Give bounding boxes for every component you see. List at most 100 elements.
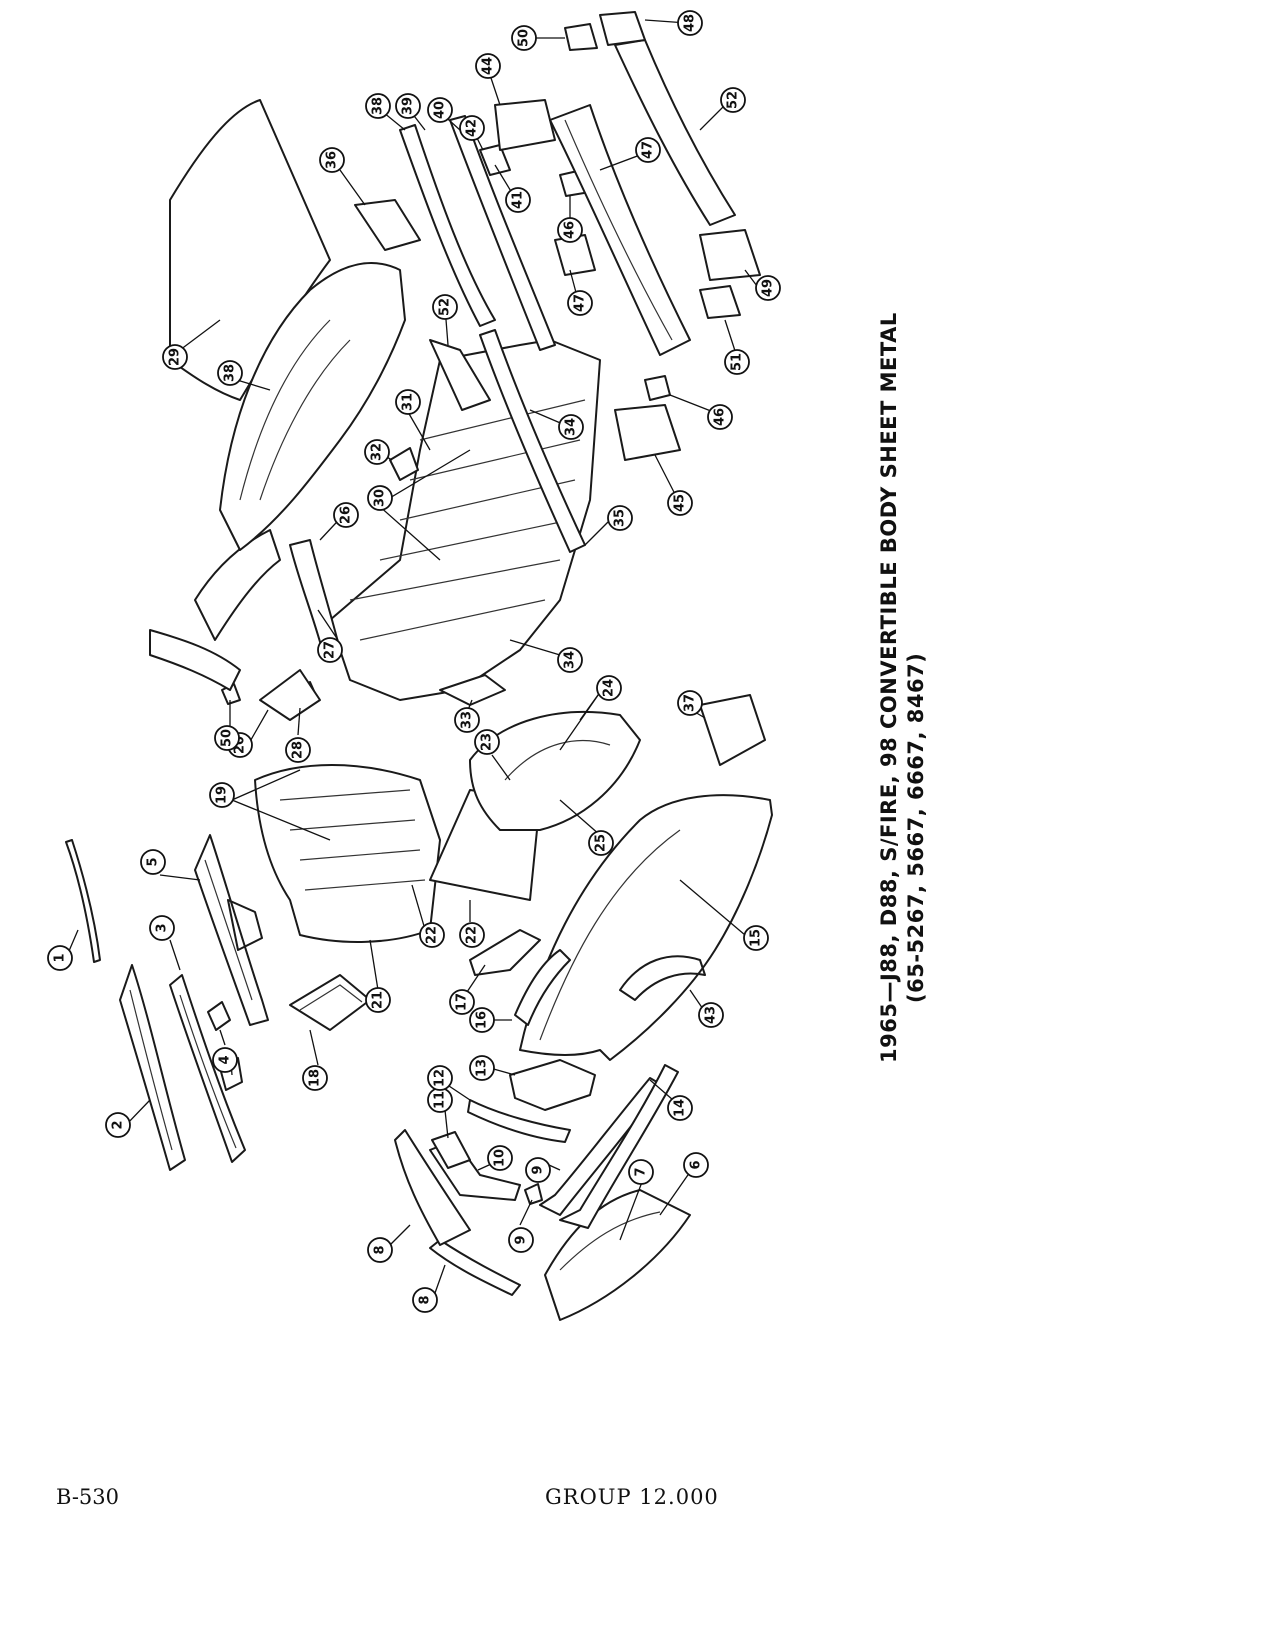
callout-circle <box>698 1002 724 1028</box>
callout-number: 30 <box>373 489 388 507</box>
callout-circle <box>596 675 622 701</box>
part-42 <box>449 115 556 351</box>
callout-41: 41 <box>505 187 531 213</box>
callout-number: 47 <box>573 294 588 312</box>
callout-24: 24 <box>596 675 622 701</box>
callout-circle <box>724 349 750 375</box>
part-45 <box>619 955 706 1001</box>
callout-circle <box>469 1055 495 1081</box>
callout-6: 6 <box>683 1152 709 1178</box>
callout-number: 50 <box>517 29 532 47</box>
callout-circle <box>212 1047 238 1073</box>
callout-number: 25 <box>594 834 609 852</box>
callout-circle <box>567 290 593 316</box>
callout-circle <box>449 989 475 1015</box>
part-quarter-panel <box>519 794 773 1061</box>
callout-21: 21 <box>365 987 391 1013</box>
callout-circle <box>743 925 769 951</box>
callout-44: 44 <box>475 53 501 79</box>
callout-52: 52 <box>432 294 458 320</box>
callout-18: 18 <box>302 1065 328 1091</box>
callout-15: 15 <box>743 925 769 951</box>
callout-number: 51 <box>730 353 745 371</box>
callout-circle <box>557 647 583 673</box>
callout-45: 45 <box>667 490 693 516</box>
callout-circle <box>427 97 453 123</box>
callout-circle <box>628 1159 654 1185</box>
callout-number: 13 <box>475 1059 490 1077</box>
part-wheelhouse <box>469 711 641 831</box>
part-20 <box>289 974 371 1031</box>
callout-number: 9 <box>531 1165 546 1174</box>
part-19 <box>469 929 541 976</box>
callout-number: 27 <box>323 641 338 659</box>
callout-8: 8 <box>367 1237 393 1263</box>
callout-circle <box>557 217 583 243</box>
callout-circle <box>558 414 584 440</box>
callout-number: 38 <box>371 97 386 115</box>
callout-48: 48 <box>677 10 703 36</box>
callout-circle <box>432 294 458 320</box>
callout-number: 52 <box>726 91 741 109</box>
callout-circle <box>469 1007 495 1033</box>
part-40 <box>399 124 496 327</box>
callout-circle <box>47 945 73 971</box>
callout-31: 31 <box>395 389 421 415</box>
callout-7: 7 <box>628 1159 654 1185</box>
callout-2: 2 <box>105 1112 131 1138</box>
callout-circle <box>217 360 243 386</box>
part-50b <box>699 229 761 281</box>
callout-34: 34 <box>558 414 584 440</box>
callout-circle <box>607 505 633 531</box>
callout-circle <box>395 389 421 415</box>
callout-38: 38 <box>217 360 243 386</box>
callout-circle <box>474 729 500 755</box>
callout-12: 12 <box>427 1065 453 1091</box>
callout-circle <box>365 987 391 1013</box>
callout-9: 9 <box>508 1227 534 1253</box>
callout-13: 13 <box>469 1055 495 1081</box>
callout-number: 14 <box>673 1099 688 1117</box>
callout-circle <box>209 782 235 808</box>
callout-circle <box>364 439 390 465</box>
callout-22: 22 <box>459 922 485 948</box>
callout-3: 3 <box>149 915 175 941</box>
callout-8: 8 <box>412 1287 438 1313</box>
callout-47: 47 <box>567 290 593 316</box>
callout-number: 34 <box>563 651 578 669</box>
callout-28: 28 <box>285 737 311 763</box>
callout-number: 50 <box>220 729 235 747</box>
callout-number: 8 <box>373 1245 388 1254</box>
callout-circle <box>667 490 693 516</box>
callout-circle <box>427 1065 453 1091</box>
part-46a <box>494 99 556 151</box>
callout-50: 50 <box>511 25 537 51</box>
callout-number: 2 <box>111 1120 126 1129</box>
part-front-door <box>544 1189 691 1321</box>
callout-34: 34 <box>557 647 583 673</box>
callout-30: 30 <box>367 485 393 511</box>
callout-40: 40 <box>427 97 453 123</box>
callout-number: 33 <box>460 711 475 729</box>
callout-number: 46 <box>713 408 728 426</box>
callout-circle <box>285 737 311 763</box>
callout-number: 38 <box>223 364 238 382</box>
callout-number: 3 <box>155 923 170 932</box>
part-14 <box>467 1099 571 1143</box>
callout-number: 39 <box>401 97 416 115</box>
part-windshield-strip <box>65 839 101 963</box>
callout-36: 36 <box>319 147 345 173</box>
callout-number: 52 <box>438 298 453 316</box>
callout-number: 10 <box>493 1149 508 1167</box>
part-16 <box>559 1064 679 1229</box>
callout-27: 27 <box>317 637 343 663</box>
callout-number: 23 <box>480 733 495 751</box>
callout-number: 43 <box>704 1006 719 1024</box>
callout-number: 1 <box>53 953 68 962</box>
callout-number: 4 <box>218 1055 233 1064</box>
part-rear-body <box>219 262 406 551</box>
callout-number: 7 <box>634 1167 649 1176</box>
callout-circle <box>588 830 614 856</box>
part-15 <box>509 1059 596 1111</box>
